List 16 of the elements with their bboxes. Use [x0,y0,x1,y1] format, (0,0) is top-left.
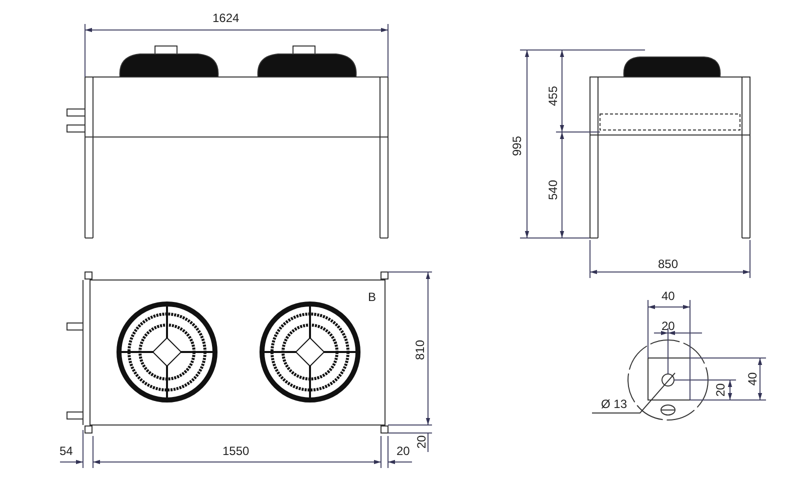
dimension-label: 995 [511,136,524,156]
dimension-label: 850 [658,258,678,270]
dimension-label: B [368,291,376,303]
dimension-label: Ø 13 [601,398,628,410]
dimension-label: 20 [662,320,675,332]
dimension-label: 455 [547,86,560,106]
dimension-label: 40 [746,372,758,386]
dimension-label: 1550 [222,445,250,457]
dimension-label: 20 [714,383,726,397]
dimension-label: 540 [547,180,560,200]
dimension-label: 20 [415,435,428,449]
dimension-label: 810 [414,340,426,360]
dimension-label: 54 [60,445,73,457]
dimension-label: 20 [396,445,410,457]
dimension-label: 40 [662,290,675,302]
dimension-label: 1624 [212,12,240,24]
